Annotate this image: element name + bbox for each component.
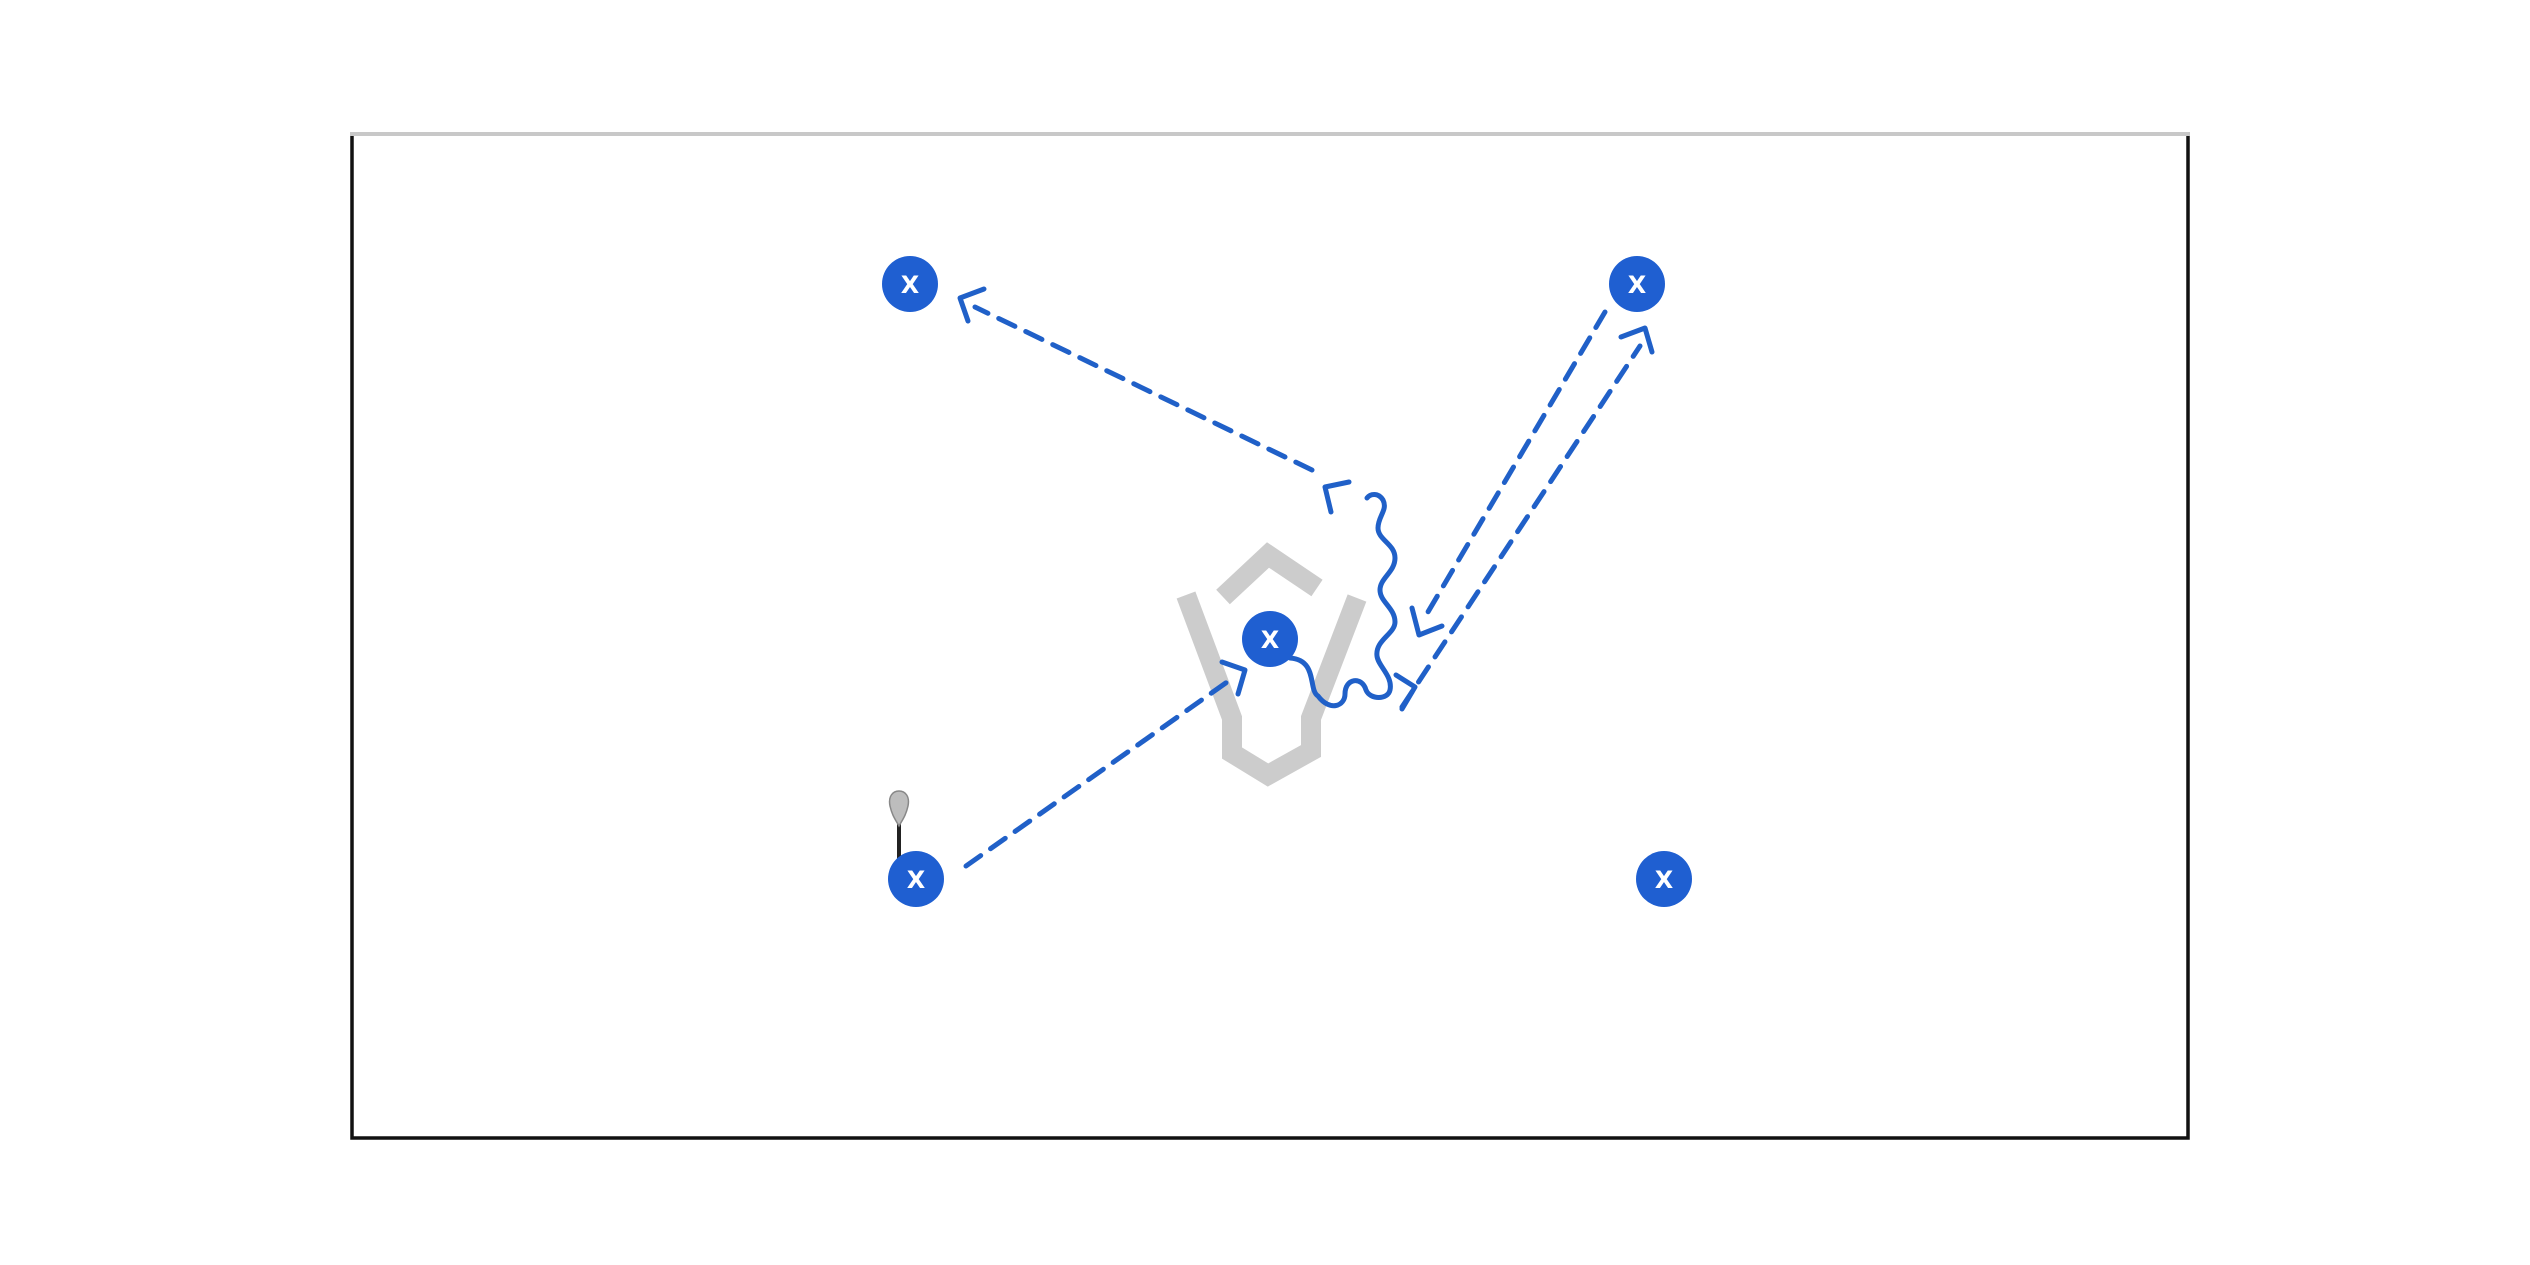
pass-arrowhead [1618, 325, 1655, 355]
field-boundary [350, 136, 2190, 1140]
dodge-line [1287, 492, 1398, 709]
pass-arrowhead [1219, 659, 1248, 697]
field [350, 132, 2190, 1140]
player-marker[interactable]: X [882, 256, 938, 312]
pass-arrowhead [1409, 605, 1445, 638]
players: X X X X X [882, 256, 1692, 907]
player-marker[interactable]: X [1242, 611, 1298, 667]
movements [957, 286, 1655, 869]
player-marker[interactable]: X [1609, 256, 1665, 312]
player-circle [888, 851, 944, 907]
player-label: X [1261, 626, 1280, 654]
dodge-arrowhead [1322, 479, 1352, 515]
player-marker[interactable]: X [888, 851, 944, 907]
player-label: X [1655, 866, 1674, 894]
player-label: X [907, 866, 926, 894]
player-label: X [901, 271, 920, 299]
pass-line [972, 304, 1315, 473]
player-circle [1242, 611, 1298, 667]
player-marker[interactable]: X [1636, 851, 1692, 907]
player-circle [1609, 256, 1665, 312]
player-circle [1636, 851, 1692, 907]
pass-line [1422, 309, 1608, 620]
pass-line [963, 677, 1233, 869]
player-circle [882, 256, 938, 312]
player-label: X [1628, 271, 1647, 299]
pass-arrowhead [957, 286, 987, 324]
goal-crease-icon [1176, 542, 1367, 787]
pass-line [1399, 343, 1643, 710]
